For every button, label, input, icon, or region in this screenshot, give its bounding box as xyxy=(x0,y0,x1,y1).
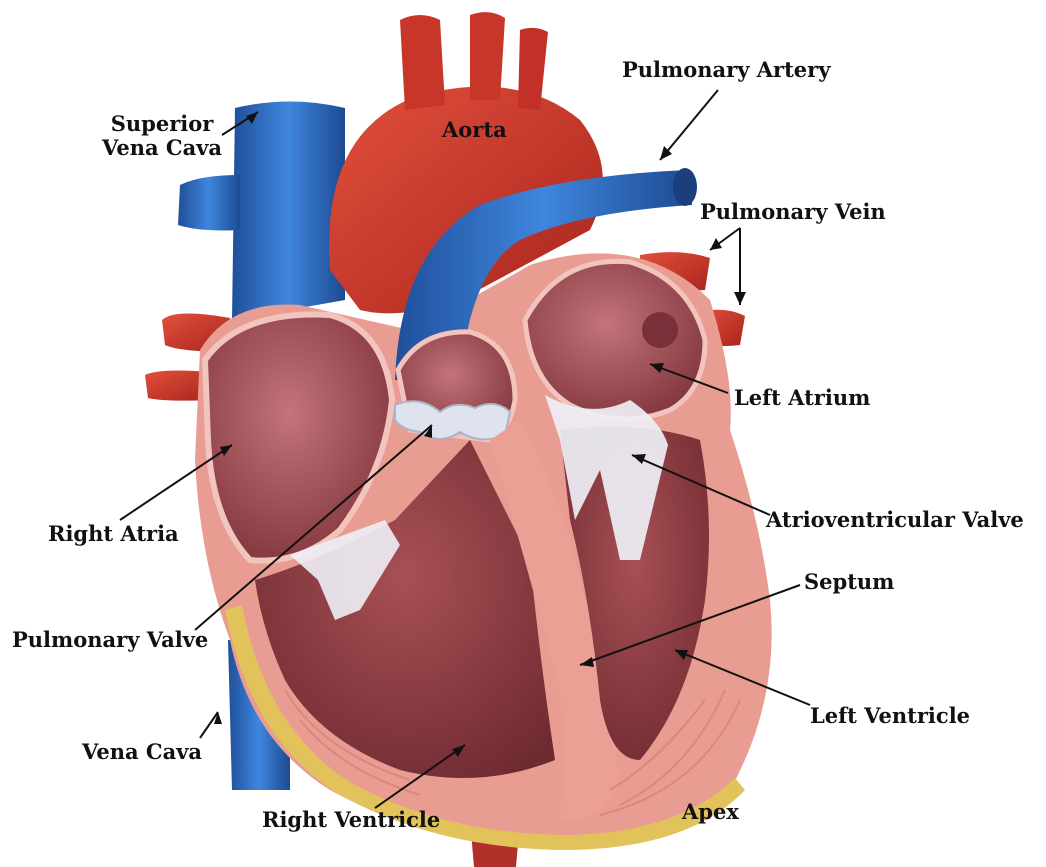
label-apex: Apex xyxy=(682,800,739,824)
label-right-ventricle: Right Ventricle xyxy=(262,808,440,832)
label-right-atria: Right Atria xyxy=(48,522,179,546)
label-aorta: Aorta xyxy=(442,118,507,142)
superior-vena-cava xyxy=(232,102,345,321)
pointer-vena-cava xyxy=(200,712,218,738)
label-left-atrium: Left Atrium xyxy=(734,386,870,410)
aorta-branch-2 xyxy=(470,12,505,100)
aorta-branch-1 xyxy=(400,15,445,110)
label-superior-vena-cava-line1: Superior xyxy=(102,112,222,136)
label-pulmonary-artery: Pulmonary Artery xyxy=(622,58,830,82)
label-pulmonary-vein: Pulmonary Vein xyxy=(700,200,886,224)
pointer-pulmonary-artery xyxy=(660,90,718,160)
label-vena-cava: Vena Cava xyxy=(82,740,202,764)
pulmonary-artery-opening xyxy=(673,168,697,206)
label-atrioventricular-valve: Atrioventricular Valve xyxy=(766,508,1024,532)
label-superior-vena-cava: Superior Vena Cava xyxy=(102,112,222,159)
label-left-ventricle: Left Ventricle xyxy=(810,704,970,728)
label-pulmonary-valve: Pulmonary Valve xyxy=(12,628,208,652)
aorta-branch-3 xyxy=(518,28,548,110)
label-septum: Septum xyxy=(804,570,894,594)
label-superior-vena-cava-line2: Vena Cava xyxy=(102,136,222,160)
left-atrium-opening xyxy=(642,312,678,348)
svc-branch xyxy=(178,175,240,230)
